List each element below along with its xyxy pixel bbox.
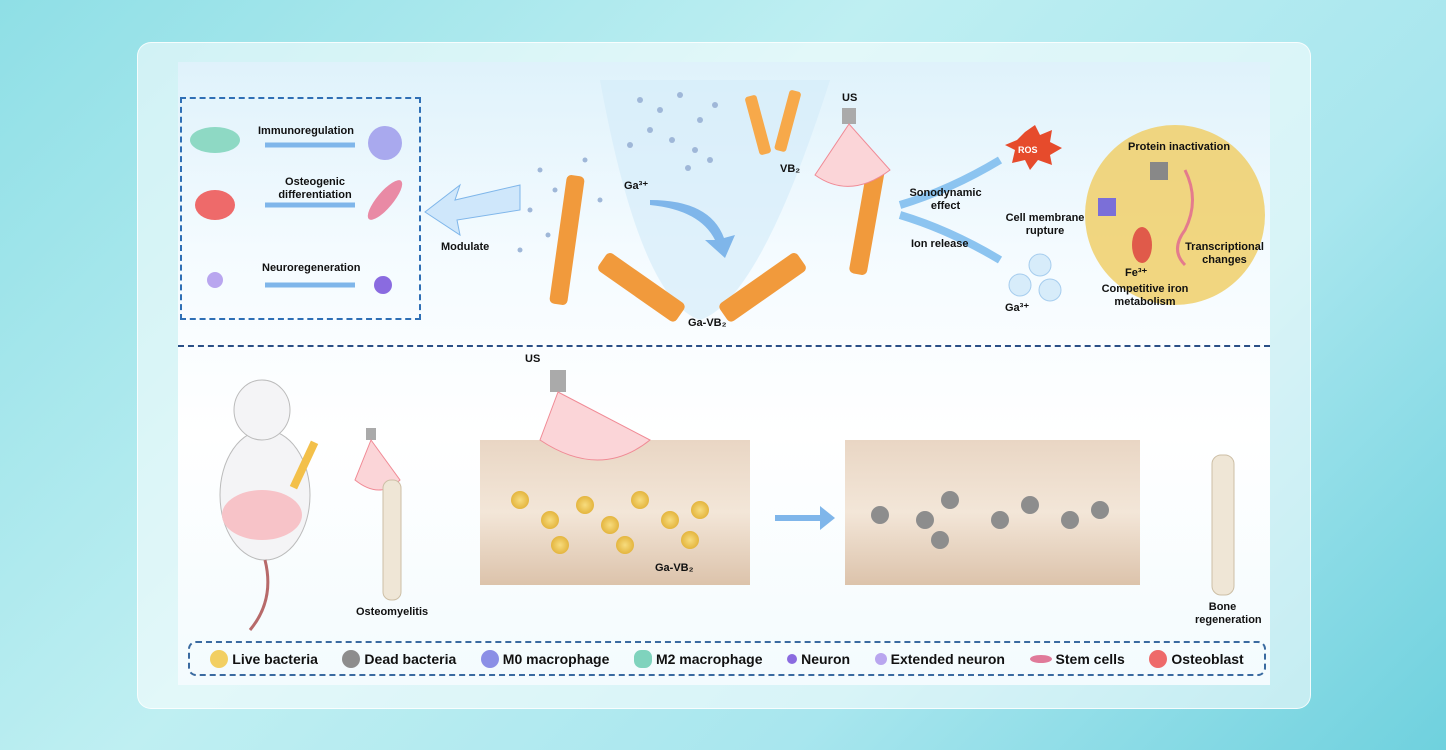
ga-vb2-rod-left (549, 175, 585, 305)
label-us-top: US (842, 92, 858, 104)
legend-item: Live bacteria (210, 649, 318, 668)
label-iron-metabolism: Competitive iron metabolism (1101, 283, 1189, 308)
m2-macrophage-icon (633, 649, 652, 668)
ion-release-arrow (898, 211, 1003, 264)
stem-cells-icon (1029, 654, 1052, 663)
bone-small (382, 479, 402, 601)
transition-arrow (775, 506, 835, 530)
legend-item: Stem cells (1029, 650, 1125, 667)
stem-cell (367, 180, 403, 220)
label-ion-release: Ion release (911, 238, 969, 250)
modulation-box (180, 97, 421, 320)
osteoblast-icon (1149, 649, 1168, 668)
legend-item: Dead bacteria (342, 649, 457, 668)
protein-purple (1098, 198, 1116, 216)
extended-neuron (207, 272, 223, 288)
us-transducer-small (366, 428, 376, 440)
mouse (219, 379, 319, 631)
modulate-arrow (424, 183, 521, 237)
label-vb2: VB₂ (780, 163, 801, 175)
dead-bacteria (871, 491, 1109, 549)
healed-tissue (845, 440, 1140, 585)
legend-item: Neuron (787, 651, 850, 667)
ga-sphere (1028, 253, 1052, 277)
ga-sphere (1008, 273, 1032, 297)
us-beam-small (354, 438, 401, 491)
bacterium-cell (1085, 125, 1265, 305)
protein (1150, 162, 1168, 180)
label-modulate: Modulate (441, 241, 490, 253)
live-bacteria-icon (210, 649, 229, 668)
label-osteomyelitis: Osteomyelitis (356, 606, 429, 618)
vb2-rod (745, 95, 771, 155)
bone-large (1211, 454, 1235, 596)
label-transcriptional: Transcriptional changes (1185, 241, 1264, 266)
ga-sphere (1038, 278, 1062, 302)
label-ga-ion: Ga³⁺ (624, 180, 649, 192)
legend-label: Neuron (801, 650, 851, 667)
us-beam-big (539, 391, 651, 461)
m0-macrophage-icon (480, 649, 499, 668)
us-transducer-big (550, 370, 566, 392)
iron-protein (1132, 227, 1152, 263)
label-bone-regeneration: Bone regeneration (1195, 601, 1262, 626)
legend-label: Dead bacteria (364, 650, 457, 667)
label-osteogenic: Osteogenic differentiation (278, 176, 352, 201)
arrow-down (650, 200, 735, 258)
legend-label: M2 macrophage (655, 650, 763, 667)
ga-vb2-rod-right (849, 165, 885, 275)
osteoblast (195, 190, 235, 220)
legend-label: Live bacteria (232, 650, 318, 667)
ros-burst (1005, 125, 1062, 170)
dna (1176, 169, 1194, 267)
legend-item: Extended neuron (874, 650, 1005, 667)
legend-label: Osteoblast (1171, 650, 1244, 667)
infected-tissue (480, 440, 750, 585)
label-sonodynamic: Sonodynamic effect (909, 187, 982, 212)
us-transducer-top (814, 108, 891, 187)
ga-vb2-v (598, 252, 806, 322)
ga-ion-dots (517, 92, 718, 253)
center-glow (600, 80, 830, 320)
legend-label: Stem cells (1055, 650, 1125, 667)
legend-item: Osteoblast (1149, 649, 1244, 668)
legend-item: M2 macrophage (633, 649, 763, 668)
box-arrows (265, 142, 355, 288)
neuron (374, 276, 392, 294)
label-us-bottom: US (525, 353, 541, 365)
dead-bacteria-icon (342, 649, 361, 668)
legend-label: M0 macrophage (502, 650, 610, 667)
label-ga-vb2-bottom: Ga-VB₂ (655, 562, 694, 574)
label-membrane: Cell membrane rupture (1005, 212, 1085, 237)
m2-macrophage (190, 127, 240, 153)
section-divider (178, 345, 1270, 347)
legend: Live bacteria Dead bacteria M0 macrophag… (188, 641, 1266, 676)
label-fe: Fe³⁺ (1125, 267, 1148, 279)
label-ros: ROS (1018, 145, 1038, 155)
legend-label: Extended neuron (890, 650, 1005, 667)
label-protein: Protein inactivation (1128, 141, 1231, 153)
sonodynamic-arrow (898, 156, 1003, 209)
m0-macrophage (368, 126, 402, 160)
label-ga-vb2: Ga-VB₂ (688, 317, 727, 329)
label-neuroregeneration: Neuroregeneration (262, 262, 361, 274)
extended-neuron-icon (874, 652, 887, 665)
label-ga-ion-right: Ga³⁺ (1005, 302, 1030, 314)
legend-item: M0 macrophage (480, 649, 610, 668)
neuron-icon (787, 653, 798, 664)
vb2-rod (774, 90, 801, 152)
live-bacteria (511, 491, 709, 554)
label-immunoregulation: Immunoregulation (258, 125, 354, 137)
